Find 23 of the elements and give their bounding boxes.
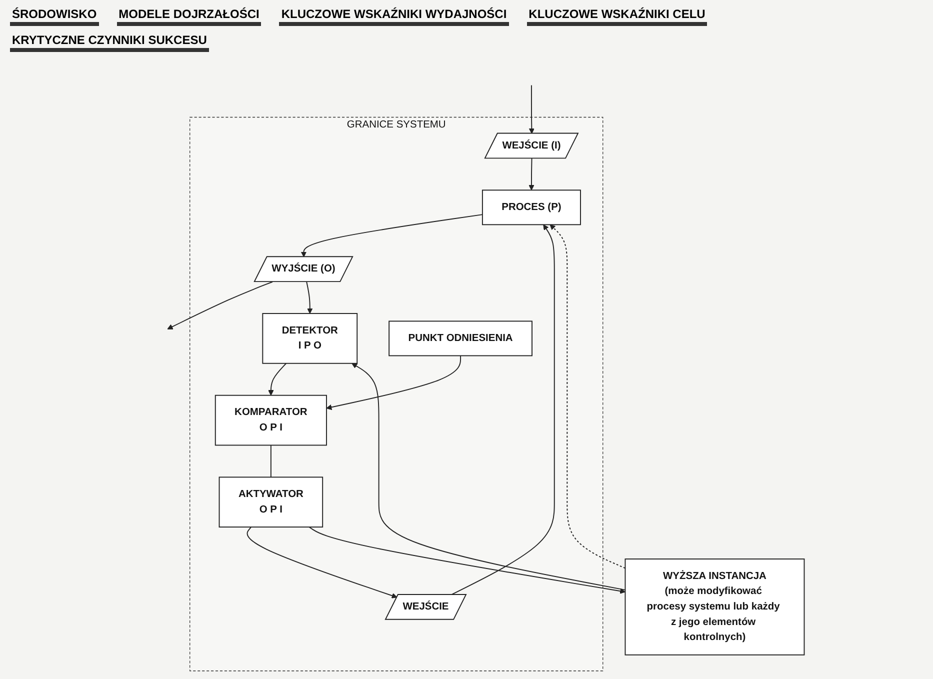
arrow <box>351 362 626 590</box>
annotation-label: KRYTYCZNE CZYNNIKI SUKCESU <box>10 32 209 52</box>
arrow <box>528 158 534 190</box>
node-box: DETEKTOR I P O <box>262 312 358 364</box>
annotation-label: KLUCZOWE WSKAŹNIKI WYDAJNOŚCI <box>279 6 509 26</box>
arrow <box>550 224 626 568</box>
annotation-label: KLUCZOWE WSKAŹNIKI CELU <box>526 6 708 26</box>
connector <box>270 444 272 478</box>
annotation-label: ŚRODOWISKO <box>10 6 99 26</box>
node-box: WYŻSZA INSTANCJA (może modyfikować procesy systemu lub każdy z jego elementów kontrolnych) <box>624 558 805 655</box>
node-box: PROCES (P) <box>482 189 581 225</box>
arrow <box>246 526 398 598</box>
arrow <box>528 84 534 134</box>
node-box: AKTYWATOR O P I <box>218 476 323 528</box>
arrow <box>167 280 273 329</box>
arrow <box>326 354 461 410</box>
arrow <box>268 362 286 396</box>
node-box: PUNKT ODNIESIENIA <box>388 320 532 356</box>
arrow <box>308 526 626 594</box>
annotation-label: MODELE DOJRZAŁOŚCI <box>116 6 262 26</box>
arrow <box>300 214 483 257</box>
node-box: KOMPARATOR O P I <box>214 394 327 446</box>
arrow <box>306 280 313 314</box>
